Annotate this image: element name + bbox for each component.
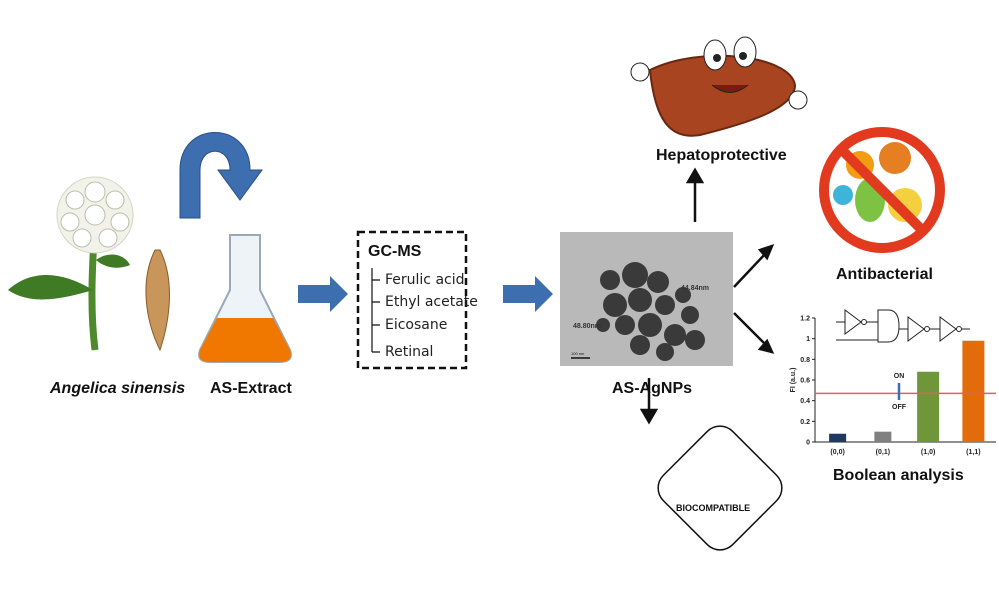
angelica-plant-illustration [8,176,170,352]
bar [962,340,985,442]
biocompatible-badge [657,425,783,551]
biocompatible-label: BIOCOMPATIBLE [676,503,750,513]
compound-item: Ferulic acid [385,272,465,288]
y-tick-label: 0.4 [800,398,810,405]
no-bacteria-icon [819,127,945,253]
x-tick-label: (0,0) [830,449,844,456]
bar [829,433,847,442]
on-label: ON [894,373,905,380]
bar [874,431,892,442]
antibacterial-label: Antibacterial [836,266,933,283]
x-tick-label: (1,0) [921,449,935,456]
off-label: OFF [892,404,907,411]
y-tick-label: 0.8 [800,357,810,364]
compound-item: Ethyl acetate [385,294,478,310]
y-tick-label: 0 [806,440,810,447]
compound-item: Eicosane [385,317,447,333]
compound-item: Retinal [385,344,433,360]
arrow-right-icon [503,276,553,312]
bar [917,371,940,442]
curved-arrow-icon [179,132,263,219]
tem-image: 44.84nm 48.80nm 100 nm [560,232,733,366]
hepatoprotective-label: Hepatoprotective [656,147,787,164]
y-tick-label: 1 [806,336,810,343]
boolean-bar-chart: 0 0.2 0.4 0.6 0.8 1 1.2 FI (a.u.) (0,0) (0,1) (1,0… [790,316,996,456]
y-tick-label: 0.2 [800,419,810,426]
tem-size-label: 44.84nm [681,285,709,292]
tem-size-label: 48.80nm [573,323,601,330]
flask-icon [198,234,292,363]
extract-label: AS-Extract [210,380,292,397]
liver-mascot-icon [630,36,808,137]
gcms-title: GC-MS [368,243,422,260]
arrow-right-icon [298,276,348,312]
y-axis-label: FI (a.u.) [790,368,797,393]
arrows [639,167,775,425]
tem-scale-bar: 100 nm [571,351,585,356]
agnps-label: AS-AgNPs [612,380,692,397]
x-tick-label: (0,1) [876,449,890,456]
logic-gate-diagram [836,309,970,343]
boolean-label: Boolean analysis [833,467,964,484]
x-tick-label: (1,1) [966,449,980,456]
y-tick-label: 1.2 [800,316,810,323]
plant-label: Angelica sinensis [49,380,185,397]
gcms-box [356,230,468,370]
y-tick-label: 0.6 [800,378,810,385]
